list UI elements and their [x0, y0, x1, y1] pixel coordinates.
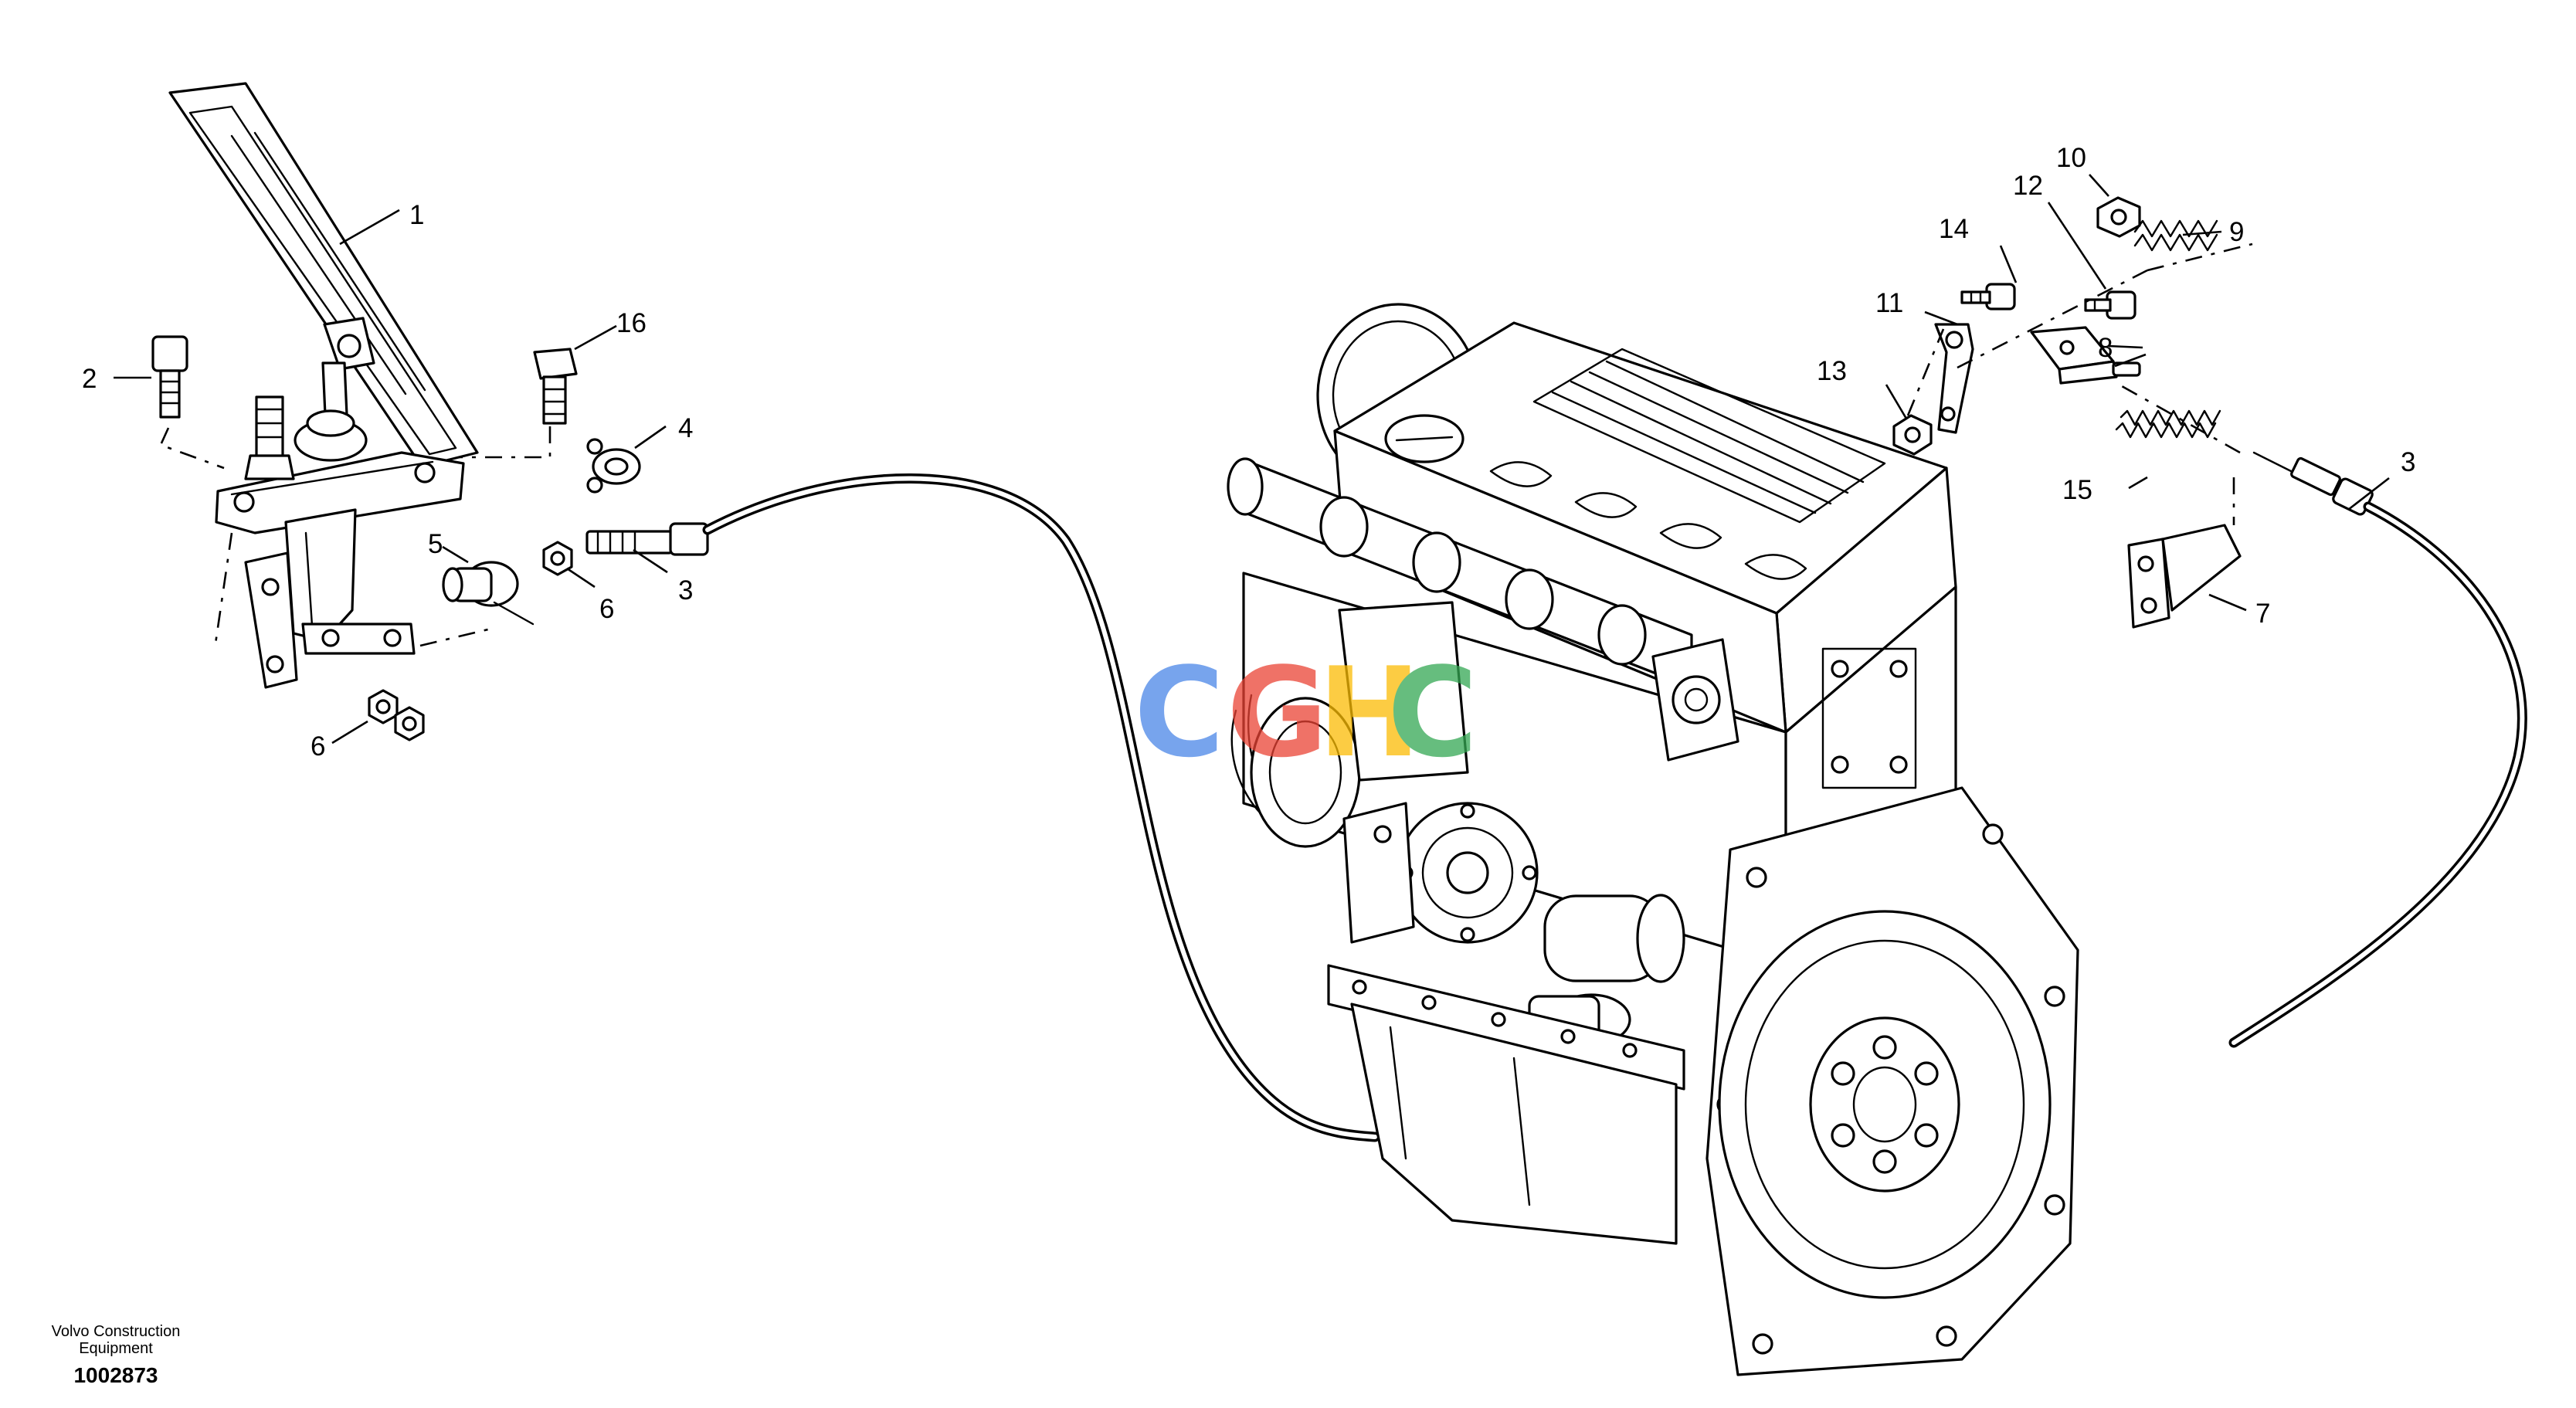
- callout-15: 15: [2062, 475, 2092, 505]
- callout-2: 2: [82, 364, 97, 394]
- callout-11: 11: [1875, 288, 1903, 318]
- watermark-letter: C: [1387, 640, 1478, 785]
- callout-10: 10: [2056, 143, 2086, 173]
- lock-nut: [1892, 414, 1933, 456]
- callout-16: 16: [616, 308, 647, 338]
- callout-6: 6: [311, 731, 325, 762]
- callout-12: 12: [2013, 171, 2043, 201]
- footer-caption-line1: Volvo Construction: [52, 1323, 181, 1340]
- cable-end-fitting: [2252, 451, 2374, 516]
- hex-nut: [394, 706, 425, 741]
- leader-lines: [114, 174, 2390, 745]
- watermark-logo: C G H C: [1134, 640, 1478, 785]
- callout-3: 3: [2401, 447, 2415, 477]
- accelerator-pedal: [168, 82, 479, 689]
- screw: [2084, 290, 2136, 320]
- screw: [1960, 283, 2016, 310]
- callout-3: 3: [678, 575, 693, 606]
- callout-9: 9: [2229, 217, 2244, 247]
- return-spring: [2133, 219, 2218, 252]
- callout-14: 14: [1939, 214, 1969, 244]
- throttle-cable: [2228, 501, 2527, 1048]
- hex-nut: [368, 689, 399, 724]
- watermark-letter: H: [1318, 640, 1421, 785]
- callout-4: 4: [678, 413, 693, 443]
- tension-spring: [2115, 409, 2221, 439]
- throttle-lever: [1934, 323, 1974, 434]
- cable-bracket: [2030, 326, 2141, 385]
- footer-caption-line2: Equipment: [79, 1340, 153, 1357]
- watermark-letter: C: [1134, 640, 1224, 785]
- hex-nut: [542, 541, 573, 576]
- socket-cap-screw: [151, 335, 188, 419]
- callout-labels: 1 2 16 4 5 6 3 6 3 8 11 14 12 10 9 13 15…: [82, 143, 2415, 762]
- callout-1: 1: [409, 200, 424, 230]
- adjusting-nut: [2096, 196, 2141, 238]
- cable-clamp: [586, 438, 641, 494]
- mounting-bracket: [2127, 524, 2242, 629]
- figure-number: 1002873: [73, 1363, 158, 1387]
- engine-block: [1227, 303, 2079, 1376]
- cable-end-fitting: [585, 522, 709, 556]
- assembly-centerlines: [159, 243, 2253, 650]
- watermark-letter: G: [1227, 640, 1328, 785]
- hex-bolt: [533, 348, 578, 425]
- callout-7: 7: [2255, 599, 2270, 629]
- callout-5: 5: [428, 529, 443, 559]
- callout-13: 13: [1817, 356, 1847, 386]
- footer: Volvo Construction Equipment 1002873: [52, 1323, 181, 1387]
- callout-8: 8: [2098, 333, 2113, 363]
- ball-joint: [442, 561, 535, 626]
- callout-6: 6: [599, 594, 614, 624]
